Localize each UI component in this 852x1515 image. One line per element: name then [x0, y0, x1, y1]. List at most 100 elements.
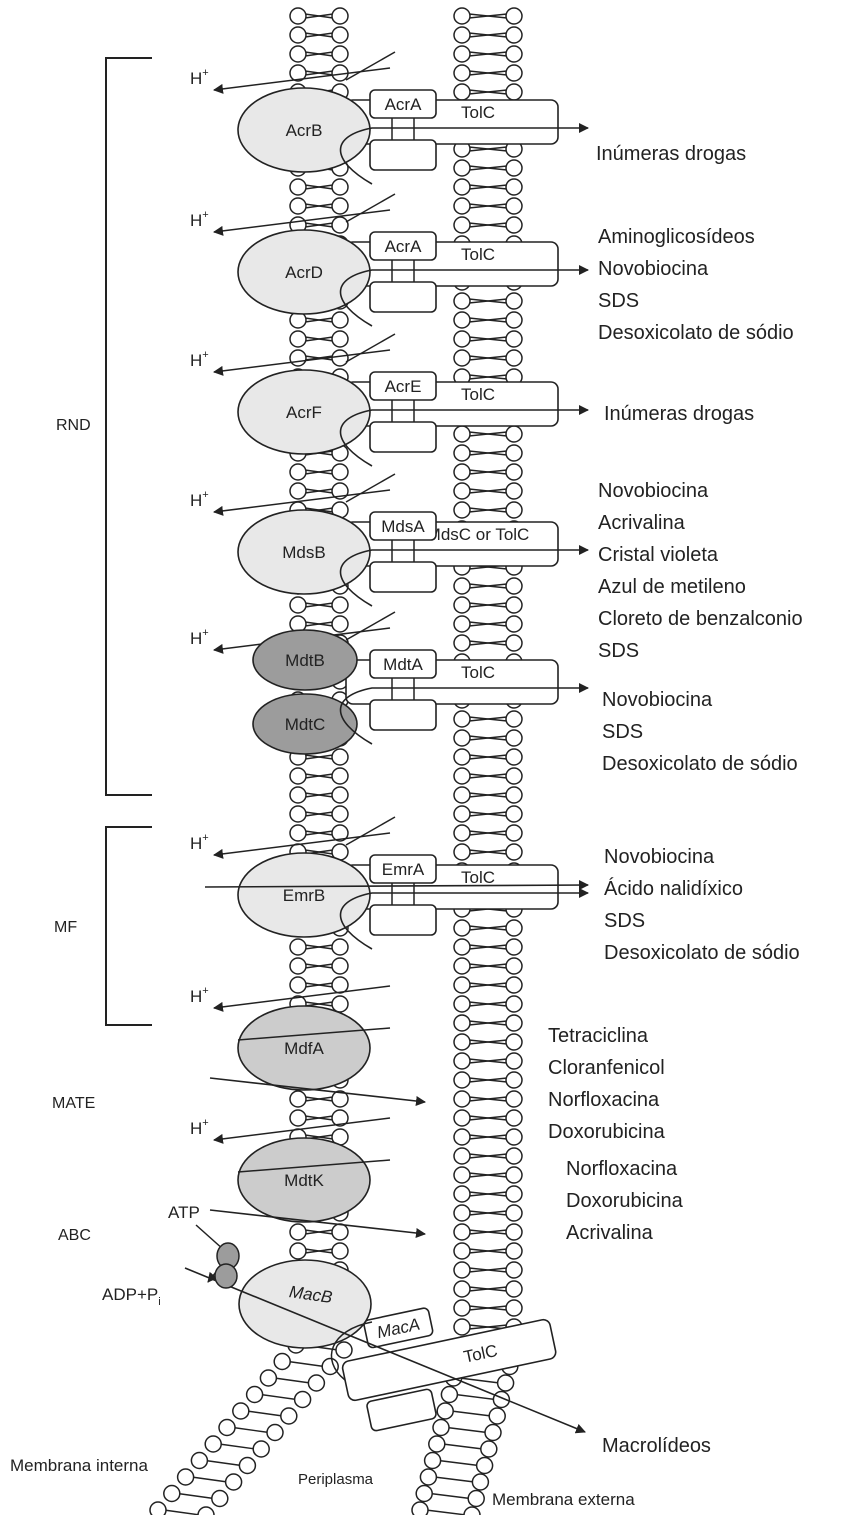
channel-label: TolC [461, 103, 495, 122]
family-label-mate: MATE [52, 1095, 95, 1112]
proton-sup: + [202, 627, 208, 639]
lipid-head [290, 179, 306, 195]
lipid-head [332, 749, 348, 765]
adaptor-label: MdsA [381, 517, 425, 536]
lipid-head [506, 502, 522, 518]
lipid-head [506, 616, 522, 632]
proton-sup: + [202, 209, 208, 221]
lipid-head [290, 8, 306, 24]
lipid-head [454, 1319, 470, 1335]
adaptor-label: MdtA [383, 655, 423, 674]
lipid-tail [219, 1444, 255, 1449]
lipid-head [191, 1453, 207, 1469]
lipid-head [219, 1420, 235, 1436]
lipid-head [454, 1281, 470, 1297]
substrate-label: Novobiocina [598, 480, 709, 502]
lipid-head [274, 1354, 290, 1370]
substrate-label: Doxorubicina [566, 1190, 684, 1212]
lipid-head [290, 1110, 306, 1126]
lipid-head [506, 198, 522, 214]
lipid-head [332, 1243, 348, 1259]
inner-membrane-transporter [239, 1260, 371, 1348]
lipid-head [239, 1458, 255, 1474]
lipid-head [506, 27, 522, 43]
proton-label: H+ [190, 209, 209, 230]
substrate-label: Desoxicolato de sódio [604, 942, 800, 964]
lipid-tail [439, 1461, 479, 1466]
lipid-head [506, 1262, 522, 1278]
system-acrd: H+TolCAcrAAcrDAminoglicosídeosNovobiocin… [190, 194, 794, 344]
lipid-head [332, 46, 348, 62]
lipid-head [489, 1408, 505, 1424]
proton-text: H [190, 629, 202, 648]
lipid-head [506, 293, 522, 309]
lipid-head [454, 1205, 470, 1221]
lipid-head [506, 635, 522, 651]
lipid-tail [178, 1494, 214, 1499]
transporter-label: AcrD [285, 263, 323, 282]
lipid-head [198, 1507, 214, 1515]
adaptor-label: AcrA [385, 237, 423, 256]
substrate-label: Azul de metileno [598, 576, 746, 598]
lipid-head [454, 977, 470, 993]
lipid-head [454, 1224, 470, 1240]
substrate-label: Desoxicolato de sódio [598, 322, 794, 344]
lipid-head [506, 65, 522, 81]
channel-label: TolC [461, 663, 495, 682]
lipid-head [332, 198, 348, 214]
lipid-head [506, 46, 522, 62]
lipid-head [454, 844, 470, 860]
lipid-head [454, 1167, 470, 1183]
lipid-head [437, 1403, 453, 1419]
adaptor-protein-lower [370, 282, 436, 312]
lipid-head [454, 1300, 470, 1316]
substrate-label: SDS [602, 721, 643, 743]
substrate-label: Ácido nalidíxico [604, 877, 743, 900]
lipid-head [332, 331, 348, 347]
lipid-head [420, 1469, 436, 1485]
lipid-head [506, 160, 522, 176]
proton-text: H [190, 69, 202, 88]
lipid-head [454, 806, 470, 822]
proton-sup: + [202, 985, 208, 997]
lipid-head [506, 825, 522, 841]
lipid-head [226, 1474, 242, 1490]
substrate-label: Aminoglicosídeos [598, 226, 755, 248]
bracket-rnd [106, 58, 152, 795]
lipid-head [454, 1129, 470, 1145]
proton-label: H+ [190, 832, 209, 853]
lipid-head [233, 1403, 249, 1419]
lipid-head [454, 996, 470, 1012]
family-label-mf: MF [54, 919, 77, 936]
lipid-head [290, 806, 306, 822]
lipid-head [322, 1359, 338, 1375]
substrate-label: Novobiocina [598, 258, 709, 280]
transporter-label: EmrB [283, 886, 326, 905]
system-mdfa: H+MdfATetraciclinaCloranfenicolNorfloxac… [190, 985, 666, 1143]
lipid-head [290, 483, 306, 499]
substrate-label: Novobiocina [602, 689, 713, 711]
adaptor-label: EmrA [382, 860, 425, 879]
proton-label: H+ [190, 985, 209, 1006]
lipid-head [454, 217, 470, 233]
proton-sup: + [202, 832, 208, 844]
lipid-head [290, 1243, 306, 1259]
lipid-head [506, 445, 522, 461]
proton-sup: + [202, 349, 208, 361]
label-outer-membrane: Membrana externa [492, 1490, 635, 1509]
system-acrf: H+TolCAcrEAcrFInúmeras drogas [190, 334, 754, 466]
lipid-head [506, 749, 522, 765]
nucleotide-binding-domain-2 [215, 1264, 237, 1288]
lipid-head [150, 1502, 166, 1515]
abc-nucleotide-binding [196, 1225, 239, 1288]
channel-label: TolC [461, 385, 495, 404]
proton-text: H [190, 491, 202, 510]
lipid-head [506, 1110, 522, 1126]
lipid-head [506, 331, 522, 347]
lipid-head [178, 1469, 194, 1485]
substrate-label: Doxorubicina [548, 1121, 666, 1143]
proton-text: H [190, 211, 202, 230]
adp-label: ADP+Pi [102, 1285, 161, 1308]
lipid-tail [443, 1444, 483, 1449]
lipid-head [454, 920, 470, 936]
